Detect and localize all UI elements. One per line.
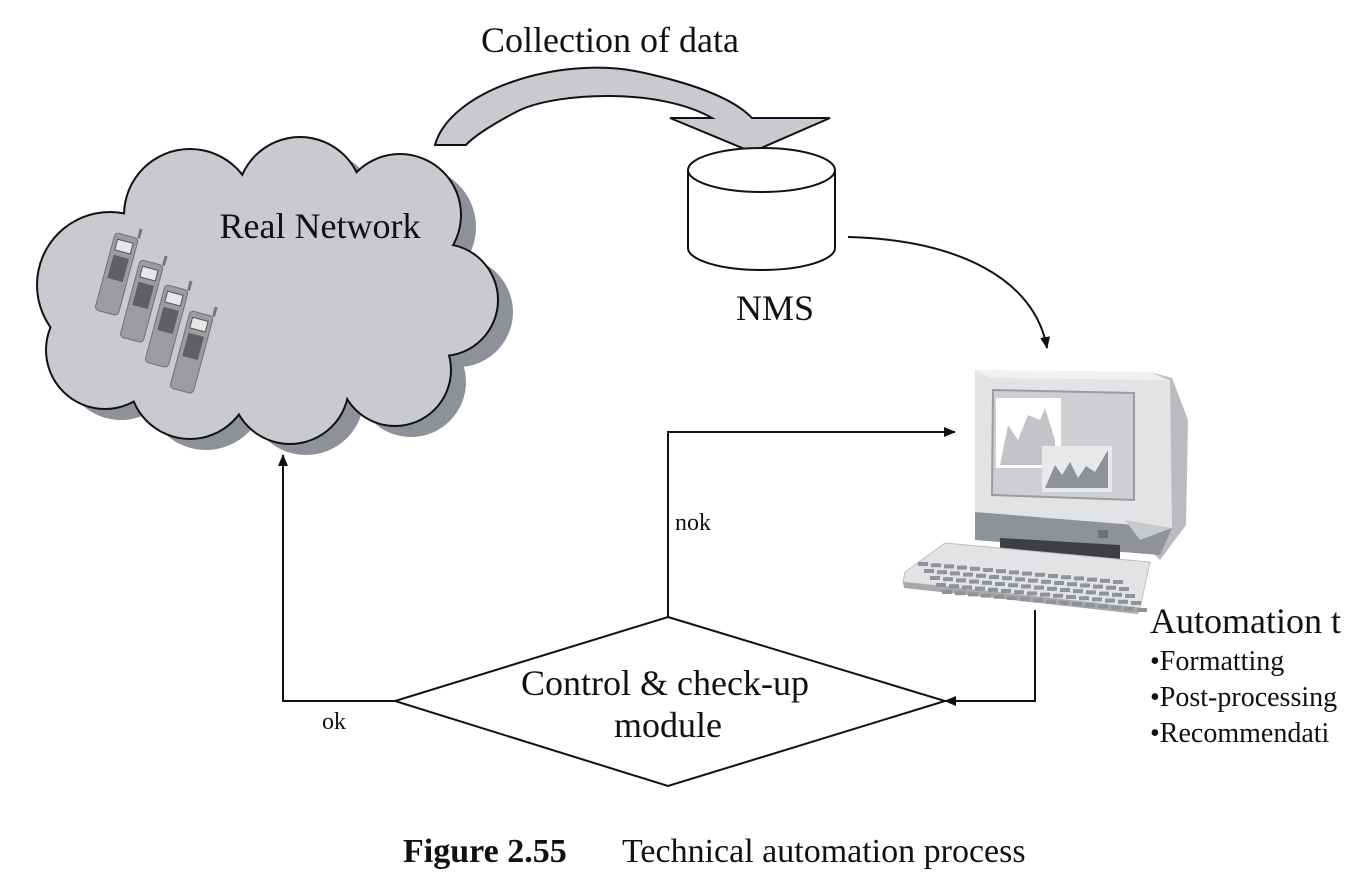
automation-item: •Recommendati: [1150, 718, 1330, 749]
mobile-phone-icon: [120, 255, 168, 343]
automation-title: Automation t: [1150, 601, 1341, 641]
ok-label: ok: [322, 709, 346, 735]
mobile-phone-icon: [145, 280, 193, 368]
mobile-phone-icon: [170, 306, 218, 394]
automation-item: •Post-processing: [1150, 682, 1337, 713]
keyboard-icon: [902, 542, 1151, 614]
computer-monitor-icon: [975, 370, 1188, 560]
decision-label-line1: Control & check-up: [521, 663, 809, 703]
mobile-phone-icon: [95, 228, 143, 316]
database-label: NMS: [736, 288, 814, 328]
collection-arrow: [433, 66, 831, 154]
cloud-label: Real Network: [220, 206, 421, 246]
automation-item: •Formatting: [1150, 646, 1284, 677]
collection-label: Collection of data: [481, 20, 739, 60]
figure-number: Figure 2.55: [403, 833, 567, 870]
database-cylinder-icon: [687, 147, 836, 271]
decision-label-line2: module: [614, 705, 722, 745]
figure-caption: Technical automation process: [622, 833, 1026, 870]
mobile-phones: [95, 228, 218, 394]
ok-arrow: [278, 454, 395, 702]
nms-to-computer-arrow: [847, 236, 1051, 349]
nok-arrow: [667, 427, 956, 617]
computer-to-module-arrow: [944, 610, 1036, 706]
decision-diamond: [391, 615, 949, 788]
nok-label: nok: [675, 510, 711, 536]
